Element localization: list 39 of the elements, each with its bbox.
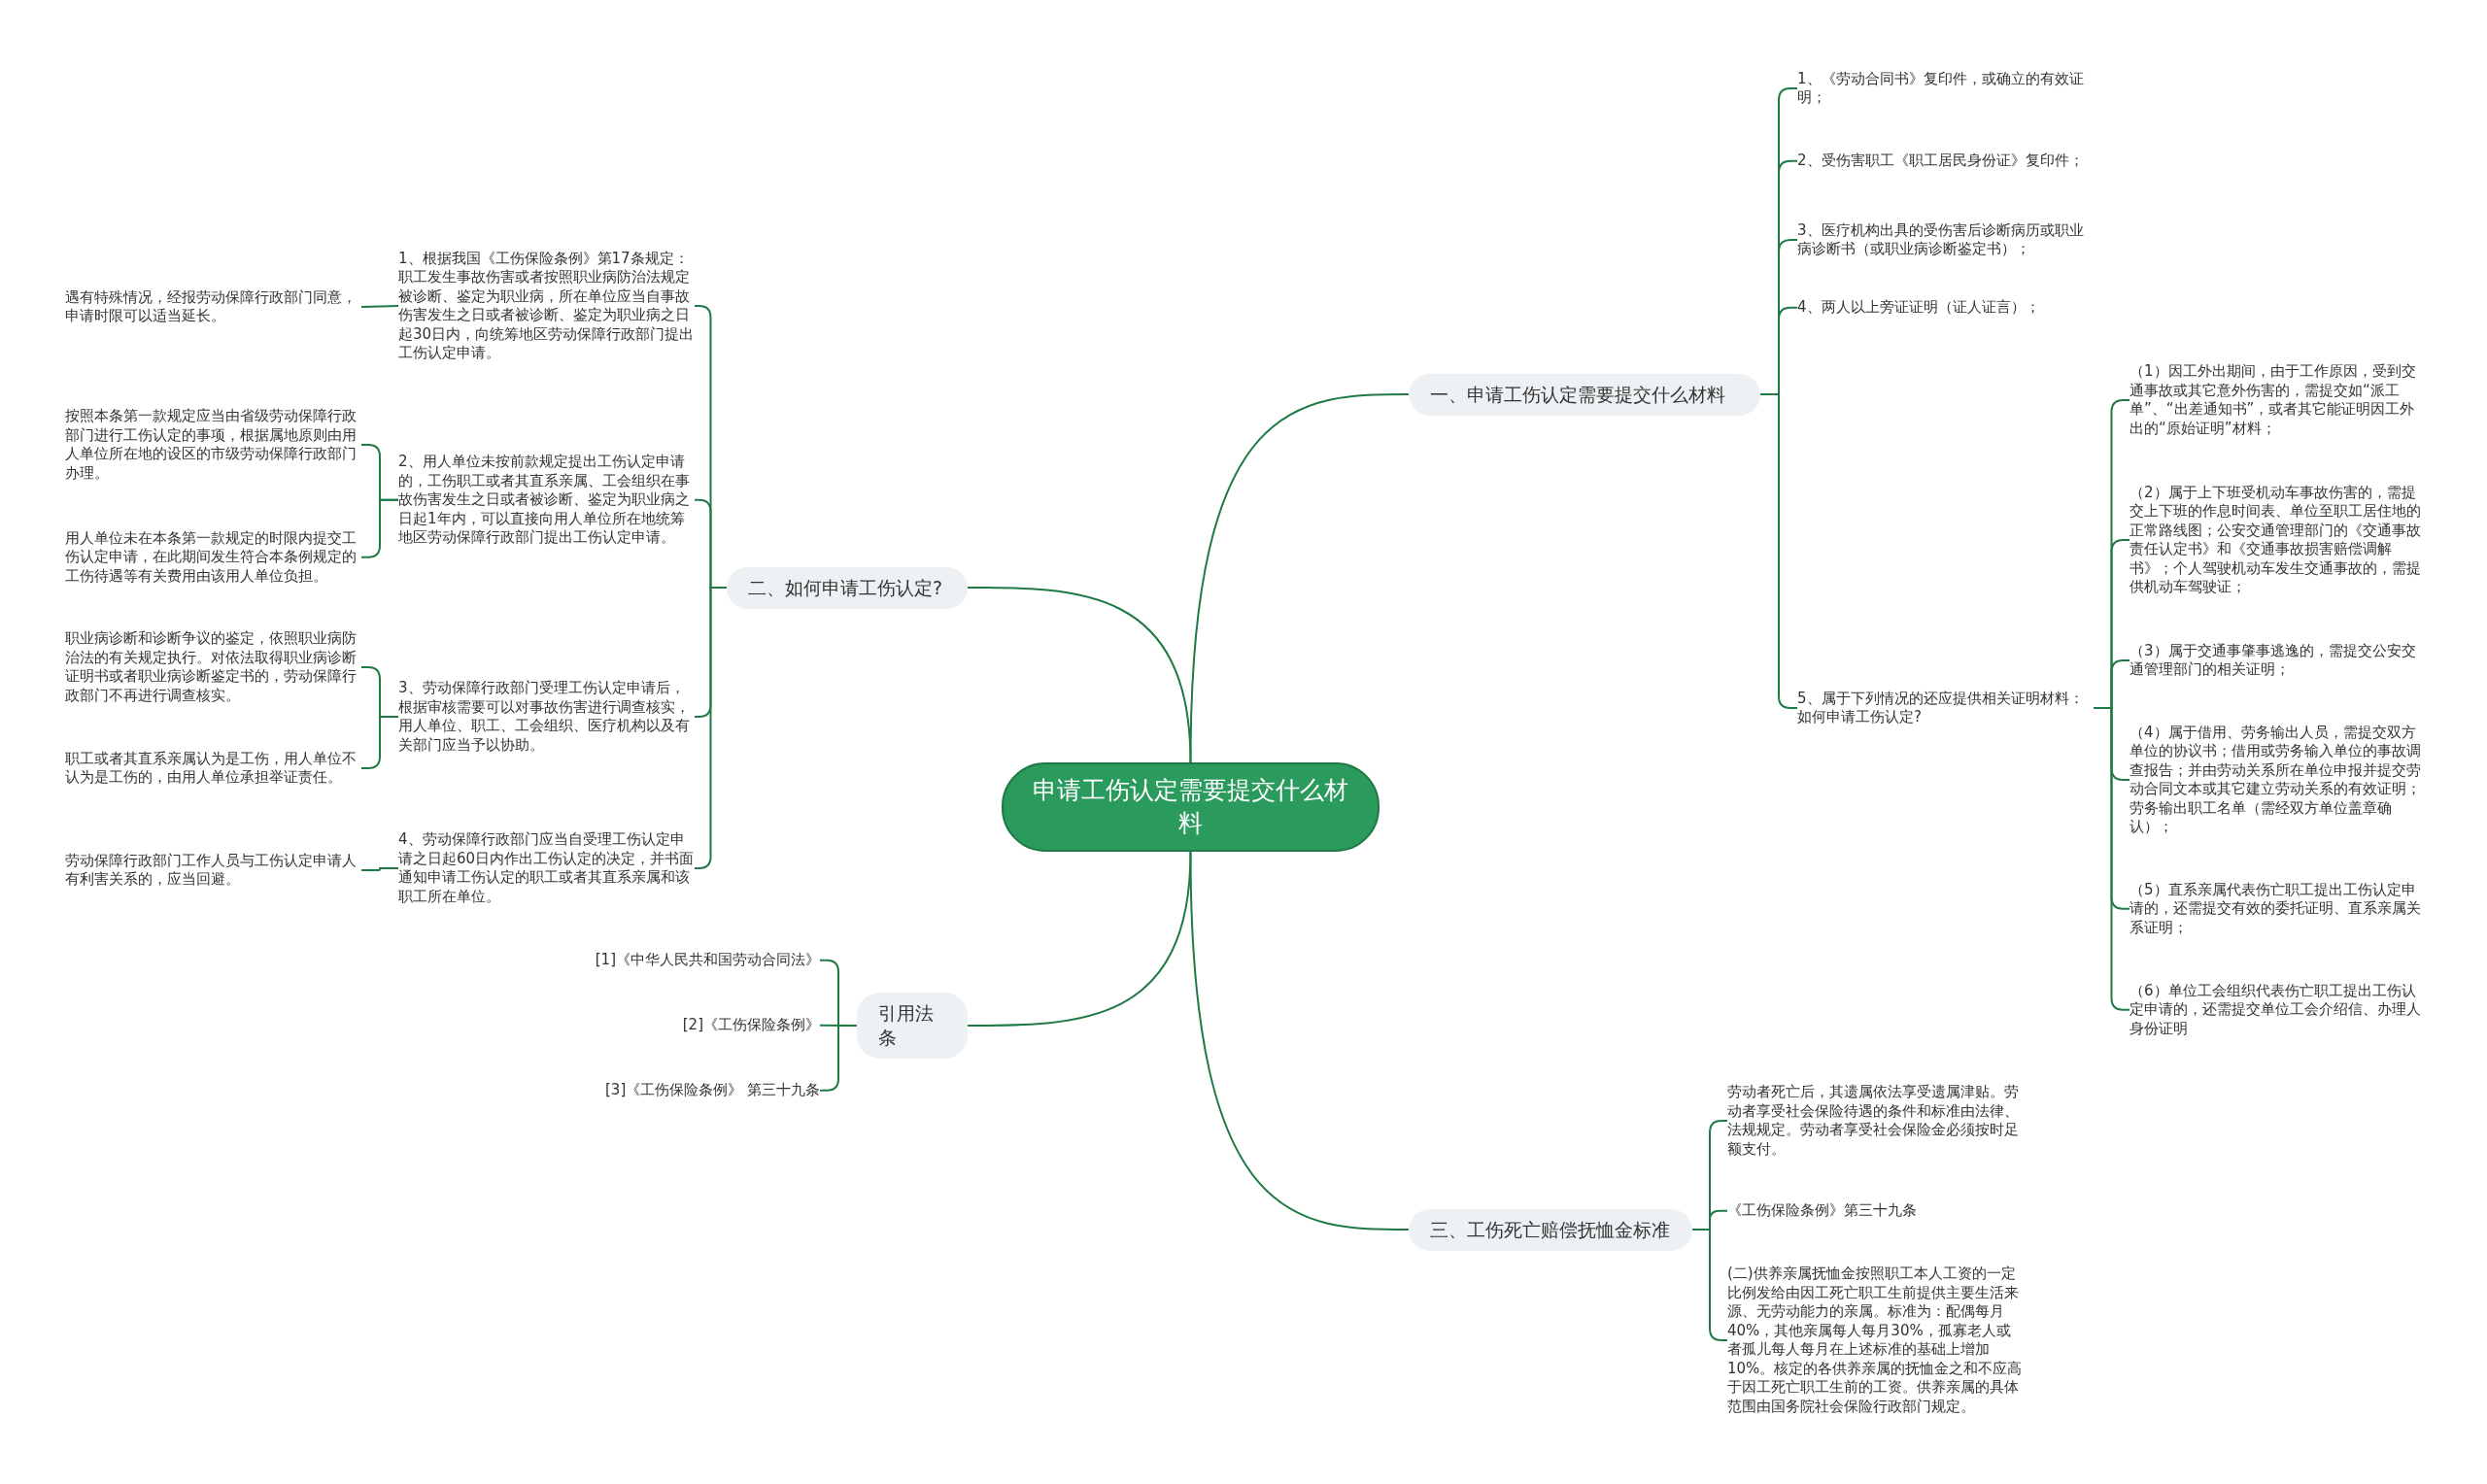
topic-text: 3、劳动保障行政部门受理工伤认定申请后，根据审核需要可以对事故伤害进行调查核实，用人单位、职工、工会组织、医疗机构以及有关部门应当予以协助。 <box>398 679 695 755</box>
topic-text: 1、《劳动合同书》复印件，或确立的有效证明； <box>1797 69 2094 108</box>
topic-text: 遇有特殊情况，经报劳动保障行政部门同意，申请时限可以适当延长。 <box>65 287 361 326</box>
topic-text: 3、医疗机构出具的受伤害后诊断病历或职业病诊断书（或职业病诊断鉴定书）； <box>1797 220 2094 259</box>
topic-text: 4、劳动保障行政部门应当自受理工伤认定申请之日起60日内作出工伤认定的决定，并书面通知申请工伤认定的职工或者其直系亲属和该职工所在单位。 <box>398 830 695 906</box>
topic-box: 二、如何申请工伤认定? <box>727 566 968 609</box>
topic-text: （3）属于交通事肇事逃逸的，需提交公安交通管理部门的相关证明； <box>2129 641 2426 680</box>
topic-text: （5）直系亲属代表伤亡职工提出工伤认定申请的，还需提交有效的委托证明、直系亲属关系证明； <box>2129 880 2426 937</box>
connector-line <box>360 305 399 308</box>
connector-line <box>967 851 1192 1027</box>
topic-box: 三、工伤死亡赔偿抚恤金标准 <box>1409 1208 1692 1251</box>
central-topic-box: 申请工伤认定需要提交什么材料 <box>1002 762 1380 852</box>
topic-text: 4、两人以上旁证证明（证人证言）； <box>1797 298 2094 318</box>
connector-line <box>1759 393 1798 709</box>
topic-box: 引用法条 <box>857 993 968 1059</box>
topic-text: （4）属于借用、劳务输出人员，需提交双方单位的协议书；借用或劳务输入单位的事故调查报告；并由劳动关系所在单位申报并提交劳动合同文本或其它建立劳动关系的有效证明；劳务输出职工名单（需经双方单位盖章确认）； <box>2129 723 2426 837</box>
topic-text: （2）属于上下班受机动车事故伤害的，需提交上下班的作息时间表、单位至职工居住地的正常路线图；公安交通管理部门的《交通事故责任认定书》和《交通事故损害赔偿调解书》；个人驾驶机动车发生交通事故的，需提供机动车驾驶证； <box>2129 483 2426 597</box>
connector-line <box>694 587 728 869</box>
topic-text: 职业病诊断和诊断争议的鉴定，依照职业病防治法的有关规定执行。对依法取得职业病诊断证明书或者职业病诊断鉴定书的，劳动保障行政部门不再进行调查核实。 <box>65 629 361 705</box>
connector-line <box>967 587 1192 763</box>
topic-text: [2]《工伤保险条例》 <box>524 1016 820 1035</box>
topic-text: [3]《工伤保险条例》 第三十九条 <box>524 1081 820 1100</box>
connector-line <box>1189 851 1410 1231</box>
topic-text: 按照本条第一款规定应当由省级劳动保障行政部门进行工伤认定的事项，根据属地原则由用人单位所在地的设区的市级劳动保障行政部门办理。 <box>65 407 361 483</box>
topic-text: 2、受伤害职工《职工居民身份证》复印件； <box>1797 152 2094 171</box>
topic-text: 用人单位未在本条第一款规定的时限内提交工伤认定申请，在此期间发生符合本条例规定的工伤待遇等有关费用由该用人单位负担。 <box>65 528 361 586</box>
topic-text: （1）因工外出期间，由于工作原因，受到交通事故或其它意外伤害的，需提交如“派工单”、“出差通知书”，或者其它能证明因工外出的“原始证明”材料； <box>2129 362 2426 438</box>
topic-text: 5、属于下列情况的还应提供相关证明材料：如何申请工伤认定? <box>1797 689 2094 727</box>
topic-box: 一、申请工伤认定需要提交什么材料 <box>1409 373 1760 416</box>
topic-text: （6）单位工会组织代表伤亡职工提出工伤认定申请的，还需提交单位工会介绍信、办理人身份证明 <box>2129 981 2426 1038</box>
connector-line <box>360 867 399 871</box>
topic-text: 2、用人单位未按前款规定提出工伤认定申请的，工伤职工或者其直系亲属、工会组织在事故伤害发生之日或者被诊断、鉴定为职业病之日起1年内，可以直接向用人单位所在地统筹地区劳动保障行政部门提出工伤认定申请。 <box>398 453 695 548</box>
topic-text: (二)供养亲属抚恤金按照职工本人工资的一定比例发给由因工死亡职工生前提供主要生活来源、无劳动能力的亲属。标准为：配偶每月40%，其他亲属每人每月30%，孤寡老人或者孤儿每人每月在上述标准的基础上增加10%。核定的各供养亲属的抚恤金之和不应高于因工死亡职工生前的工资。供养亲属的具体范围由国务院社会保险行政部门规定。 <box>1727 1265 2024 1416</box>
topic-text: 《工伤保险条例》第三十九条 <box>1727 1201 2024 1221</box>
topic-text: 劳动者死亡后，其遗属依法享受遗属津贴。劳动者享受社会保险待遇的条件和标准由法律、法规规定。劳动者享受社会保险金必须按时足额支付。 <box>1727 1083 2024 1159</box>
topic-text: 1、根据我国《工伤保险条例》第17条规定：职工发生事故伤害或者按照职业病防治法规定被诊断、鉴定为职业病，所在单位应当自事故伤害发生之日或者被诊断、鉴定为职业病之日起30日内，向统筹地区劳动保障行政部门提出工伤认定申请。 <box>398 249 695 363</box>
topic-text: 劳动保障行政部门工作人员与工伤认定申请人有利害关系的，应当回避。 <box>65 851 361 890</box>
topic-text: [1]《中华人民共和国劳动合同法》 <box>524 951 820 970</box>
topic-text: 职工或者其直系亲属认为是工伤，用人单位不认为是工伤的，由用人单位承担举证责任。 <box>65 749 361 788</box>
